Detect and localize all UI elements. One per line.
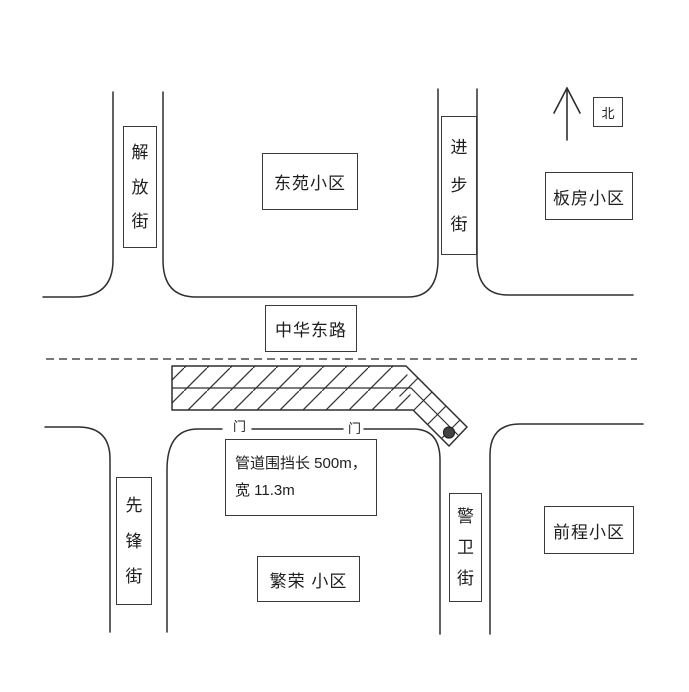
district-label-qiancheng: 前程小区: [544, 506, 634, 554]
enclosure-endpoint-marker: [442, 426, 456, 439]
street-label-jingwei: 警卫街: [449, 493, 482, 602]
street-label-jinbu: 进步街: [441, 116, 477, 255]
pipeline-enclosure-hatch: [171, 365, 468, 447]
street-label-jiefang: 解放街: [123, 126, 157, 248]
enclosure-note-box: 管道围挡长 500m， 宽 11.3m: [225, 439, 377, 516]
north-arrow-icon: [553, 87, 581, 141]
district-label-fanrong: 繁荣 小区: [257, 556, 360, 602]
main-road-label: 中华东路: [265, 305, 357, 352]
street-lines-top: [42, 88, 634, 298]
district-label-banfang: 板房小区: [545, 172, 633, 220]
enclosure-note-line1: 管道围挡长 500m，: [235, 455, 367, 472]
enclosure-note-line2: 宽 11.3m: [235, 482, 295, 499]
district-label-dongyuan: 东苑小区: [262, 153, 358, 210]
compass-north-label: 北: [593, 97, 623, 127]
street-lines-bottom: [44, 423, 644, 635]
gate-label-west: 门: [232, 418, 247, 434]
gate-label-east: 门: [347, 420, 362, 436]
street-label-xianfeng: 先锋街: [116, 477, 152, 605]
